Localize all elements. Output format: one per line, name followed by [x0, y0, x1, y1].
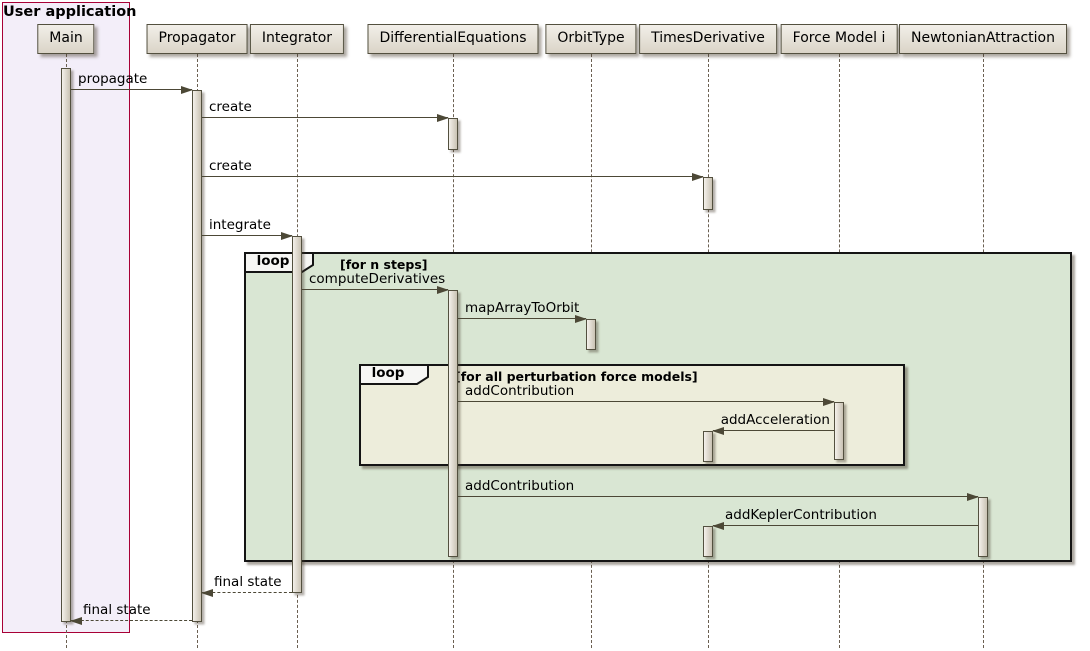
message-computederivatives: computeDerivatives: [302, 271, 449, 294]
arrow-line: [713, 525, 978, 526]
message-addkeplercontribution: addKeplerContribution: [712, 507, 978, 530]
activation-newtonianattraction: [978, 497, 988, 557]
loop-pentagon-icon: [359, 364, 429, 385]
loop-keyword-tag-outer: loop: [244, 252, 314, 273]
message-label: integrate: [209, 217, 271, 233]
message-create-differentialequations: create: [202, 99, 449, 122]
arrow-line: [202, 592, 292, 593]
activation-timesderivative-kepler: [703, 526, 713, 557]
user-application-title: User application: [3, 4, 137, 20]
participant-orbittype: OrbitType: [545, 24, 637, 54]
arrow-line: [458, 318, 586, 319]
arrowhead-right-icon: [437, 114, 449, 122]
message-label: addContribution: [465, 478, 575, 494]
participant-propagator: Propagator: [146, 24, 248, 54]
message-integrate: integrate: [202, 217, 293, 240]
arrowhead-right-icon: [181, 86, 193, 94]
message-propagate: propagate: [71, 71, 193, 94]
arrow-line: [713, 430, 834, 431]
participant-timesderivative: TimesDerivative: [639, 24, 777, 54]
activation-forcemodel: [834, 402, 844, 460]
arrowhead-right-icon: [967, 493, 979, 501]
loop-condition: [for n steps]: [340, 257, 428, 272]
arrowhead-right-icon: [281, 232, 293, 240]
activation-timesderivative-acceleration: [703, 431, 713, 462]
arrowhead-left-icon: [201, 589, 213, 597]
loop-condition: [for all perturbation force models]: [455, 369, 698, 384]
arrowhead-left-icon: [70, 617, 82, 625]
message-label: addAcceleration: [720, 412, 830, 428]
participant-differentialequations: DifferentialEquations: [367, 24, 539, 54]
activation-orbittype: [586, 319, 596, 350]
loop-keyword: loop: [371, 365, 405, 381]
message-addcontribution-newtonianattraction: addContribution: [458, 478, 979, 501]
arrow-line: [71, 620, 192, 621]
message-addacceleration: addAcceleration: [712, 412, 834, 435]
activation-differentialequations-compute: [448, 290, 458, 557]
participant-main: Main: [37, 24, 95, 54]
arrowhead-right-icon: [692, 173, 704, 181]
arrowhead-right-icon: [575, 315, 587, 323]
participant-newtonianattraction: NewtonianAttraction: [899, 24, 1067, 54]
arrowhead-left-icon: [712, 427, 724, 435]
arrow-line: [202, 235, 292, 236]
arrow-line: [202, 176, 703, 177]
message-label: final state: [83, 602, 151, 618]
arrow-line: [458, 496, 978, 497]
arrowhead-right-icon: [823, 398, 835, 406]
message-label: propagate: [78, 71, 148, 87]
message-label: create: [209, 158, 252, 174]
activation-main: [61, 68, 71, 622]
message-create-timesderivative: create: [202, 158, 704, 181]
message-finalstate-integrator: final state: [201, 574, 292, 597]
activation-propagator: [192, 90, 202, 622]
message-label: addKeplerContribution: [725, 507, 877, 523]
message-label: create: [209, 99, 252, 115]
message-label: final state: [214, 574, 282, 590]
message-label: computeDerivatives: [309, 271, 446, 287]
message-maparraytoorbit: mapArrayToOrbit: [458, 300, 587, 323]
loop-keyword-tag-inner: loop: [359, 364, 429, 385]
arrow-line: [202, 117, 448, 118]
message-finalstate-main: final state: [70, 602, 192, 625]
arrowhead-left-icon: [712, 522, 724, 530]
activation-integrator: [292, 236, 302, 593]
participant-forcemodel: Force Model i: [780, 24, 898, 54]
participant-integrator: Integrator: [249, 24, 345, 54]
activation-differentialequations-create: [448, 118, 458, 150]
arrow-line: [71, 89, 192, 90]
loop-keyword: loop: [256, 253, 290, 269]
message-label: addContribution: [465, 383, 575, 399]
message-addcontribution-forcemodel: addContribution: [458, 383, 835, 406]
arrow-line: [302, 289, 448, 290]
arrow-line: [458, 401, 834, 402]
arrowhead-right-icon: [437, 286, 449, 294]
activation-timesderivative-create: [703, 177, 713, 210]
message-label: mapArrayToOrbit: [465, 300, 580, 316]
